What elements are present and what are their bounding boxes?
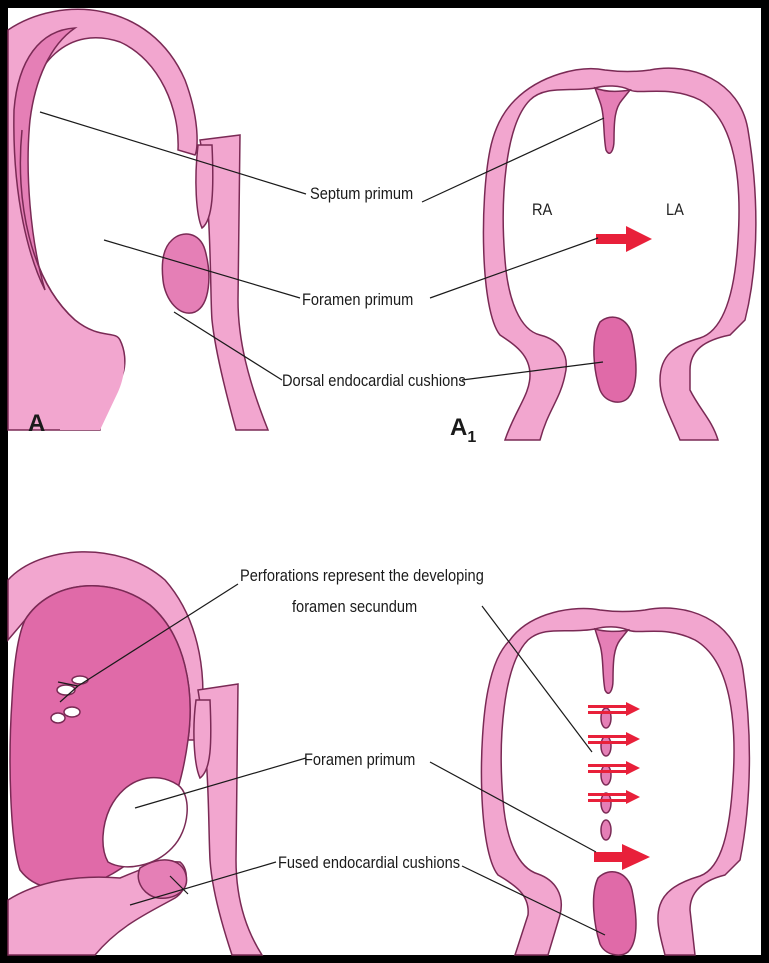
label-septum-primum: Septum primum	[310, 184, 413, 204]
fused-cushion-b1	[594, 872, 636, 955]
panel-a1-subscript: 1	[467, 429, 476, 446]
perforation	[72, 676, 88, 684]
fused-cushion-lobe	[138, 860, 186, 898]
perforation	[51, 713, 65, 723]
perforation-slot	[601, 765, 611, 785]
label-dorsal-endocardial-cushions: Dorsal endocardial cushions	[282, 371, 466, 391]
label-foramen-primum: Foramen primum	[302, 290, 413, 310]
perforation-slot	[601, 736, 611, 756]
label-fused-endocardial-cushions: Fused endocardial cushions	[278, 853, 460, 873]
label-right-atrium: RA	[532, 200, 552, 220]
dorsal-cushion-a1	[594, 317, 636, 402]
label-foramen-primum-b: Foramen primum	[304, 750, 415, 770]
panel-a1-letter: A1	[450, 414, 476, 447]
panel-a1-letter-main: A	[450, 414, 467, 441]
perforation	[57, 685, 75, 695]
label-left-atrium: LA	[666, 200, 684, 220]
label-perforations-line1: Perforations represent the developing	[240, 566, 484, 586]
perforation	[64, 707, 80, 717]
perforation-slot	[601, 820, 611, 840]
panel-a-letter: A	[28, 410, 45, 438]
label-perforations-line2: foramen secundum	[292, 597, 417, 617]
